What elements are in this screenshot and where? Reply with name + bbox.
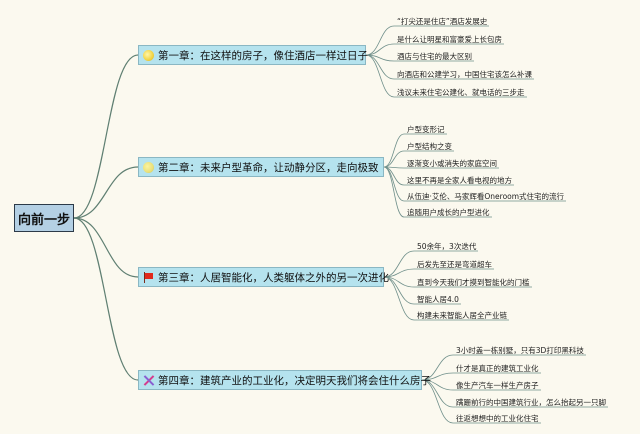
chapter-3-node[interactable]: 第三章：人居智能化，人类躯体之外的另一次进化 (138, 267, 389, 287)
chapter-4-label: 第四章：建筑产业的工业化，决定明天我们将会住什么房子 (158, 374, 431, 387)
chapter-3-topic-2[interactable]: 后发先至还是弯道超车 (417, 260, 492, 269)
chapter-1-topic-2[interactable]: 是什么让明星和富豪爱上长包房 (397, 35, 502, 44)
root-to-chapter-1-line (73, 54, 139, 219)
moon-icon (143, 161, 154, 173)
chapter-1-topic-5-line (365, 54, 395, 98)
chapter-2-topic-1-line (383, 133, 405, 168)
chapter-3-topic-5[interactable]: 构建未来智能人居全产业链 (417, 311, 507, 320)
chapter-4-topic-3[interactable]: 像生产汽车一样生产房子 (456, 381, 539, 390)
chapter-3-topic-1[interactable]: 50余年，3次迭代 (417, 242, 477, 251)
chapter-3-topic-1-line (383, 250, 415, 278)
chapter-2-label: 第二章：未来户型革命，让动静分区，走向极致 (158, 161, 379, 174)
chapter-1-topic-5[interactable]: 浅议未来住宅公建化、就电话的三步走 (397, 88, 525, 97)
chapter-2-topic-3[interactable]: 逐渐变小或消失的家庭空间 (407, 159, 497, 168)
chapter-4-node[interactable]: 第四章：建筑产业的工业化，决定明天我们将会住什么房子 (138, 370, 431, 390)
chapter-2-node[interactable]: 第二章：未来户型革命，让动静分区，走向极致 (138, 157, 384, 177)
chapter-1-topic-3[interactable]: 酒店与住宅的最大区别 (397, 52, 472, 61)
tools-icon (143, 375, 154, 386)
root-node[interactable]: 向前一步 (14, 204, 74, 232)
chapter-4-topic-2-line (421, 372, 454, 381)
root-to-chapter-3-line (73, 217, 139, 278)
chapter-1-topic-1-line (365, 25, 395, 56)
chapter-2-topic-1[interactable]: 户型变形记 (407, 125, 445, 134)
chapter-4-topic-5-line (421, 379, 454, 424)
flag-icon (143, 271, 154, 283)
chapter-2-topic-6[interactable]: 追随用户成长的户型进化 (407, 208, 490, 217)
chapter-4-topic-1[interactable]: 3小时盖一栋别墅，只有3D打印黑科技 (456, 346, 584, 355)
root-to-chapter-2-line (73, 166, 139, 219)
chapter-1-topic-4[interactable]: 向酒店和公建学习，中国住宅该怎么补课 (397, 70, 532, 79)
root-to-chapter-4-line (73, 217, 139, 381)
chapter-4-topic-1-line (421, 354, 454, 381)
chapter-1-label: 第一章：在这样的房子，像住酒店一样过日子 (158, 49, 368, 62)
sun-icon (143, 49, 154, 61)
chapter-2-topic-4[interactable]: 这里不再是全家人看电视的地方 (407, 176, 512, 185)
chapter-4-topic-2[interactable]: 什才是真正的建筑工业化 (456, 364, 539, 373)
chapter-3-topic-5-line (383, 276, 415, 321)
chapter-3-label: 第三章：人居智能化，人类躯体之外的另一次进化 (158, 271, 389, 284)
chapter-1-topic-1[interactable]: “打尖还是住店”酒店发展史 (397, 17, 488, 26)
chapter-2-topic-4-line (383, 166, 405, 186)
chapter-3-topic-4[interactable]: 智能人居4.0 (417, 295, 459, 304)
chapter-4-topic-4[interactable]: 蹒跚前行的中国建筑行业，怎么抬起另一只脚 (456, 398, 606, 407)
chapter-2-topic-2[interactable]: 户型结构之变 (407, 142, 452, 151)
chapter-3-topic-3[interactable]: 直到今天我们才摸到智能化的门槛 (417, 278, 530, 287)
chapter-2-topic-5[interactable]: 从伍迪·艾伦、马家辉看Oneroom式住宅的流行 (407, 192, 565, 201)
chapter-4-topic-5[interactable]: 往返想想中的工业化住宅 (456, 414, 539, 423)
chapter-1-node[interactable]: 第一章：在这样的房子，像住酒店一样过日子 (138, 45, 368, 65)
chapter-2-topic-6-line (383, 166, 405, 218)
chapter-3-topic-2-line (383, 268, 415, 278)
chapter-2-topic-2-line (383, 150, 405, 168)
chapter-1-topic-2-line (365, 43, 395, 56)
